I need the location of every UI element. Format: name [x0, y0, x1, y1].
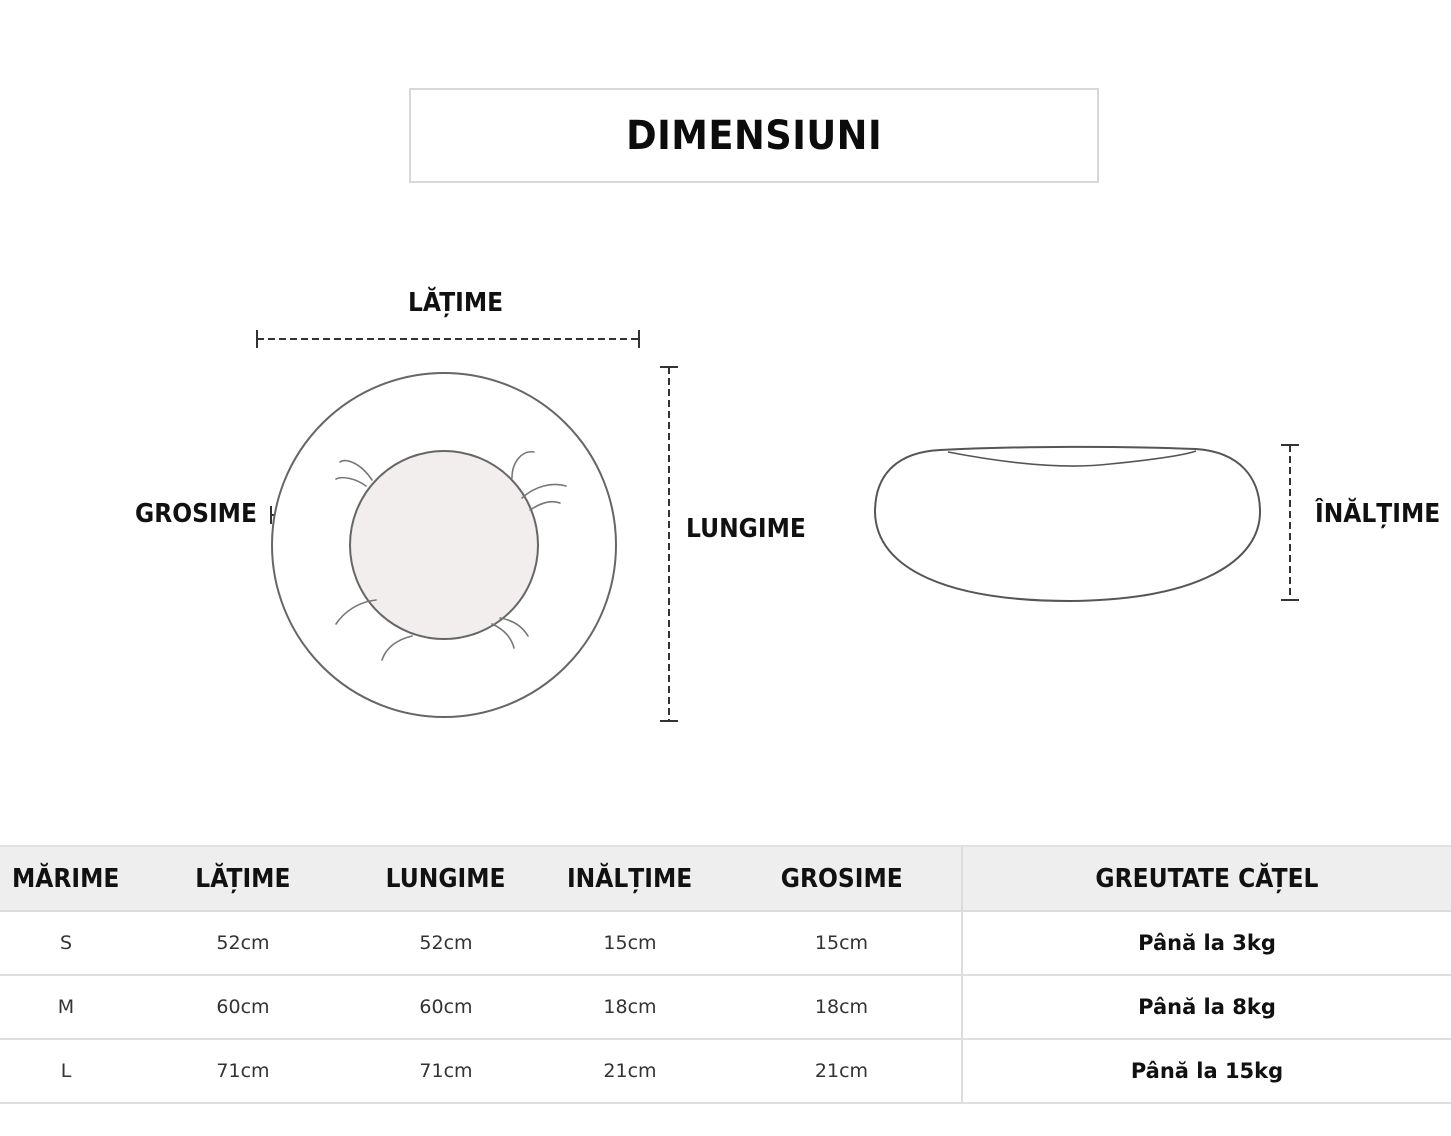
- cell-length: 71cm: [354, 1039, 538, 1104]
- cell-height: 18cm: [538, 975, 722, 1040]
- thickness-label: GROSIME: [135, 499, 257, 529]
- width-label: LĂȚIME: [408, 288, 504, 318]
- table-header-row: MĂRIME LĂȚIME LUNGIME INĂLȚIME GROSIME G…: [0, 845, 1451, 912]
- cell-thickness: 15cm: [722, 911, 962, 976]
- size-table: MĂRIME LĂȚIME LUNGIME INĂLȚIME GROSIME G…: [0, 845, 1451, 1104]
- cell-size: S: [0, 911, 132, 976]
- cell-width: 71cm: [132, 1039, 354, 1104]
- col-header-size: MĂRIME: [0, 845, 132, 912]
- cell-height: 21cm: [538, 1039, 722, 1104]
- table-row: L 71cm 71cm 21cm 21cm Până la 15kg: [0, 1039, 1451, 1104]
- cell-dog-weight: Până la 15kg: [961, 1039, 1451, 1104]
- cell-thickness: 18cm: [722, 975, 962, 1040]
- table-row: S 52cm 52cm 15cm 15cm Până la 3kg: [0, 911, 1451, 976]
- bed-side-view: [873, 445, 1262, 603]
- col-header-length: LUNGIME: [354, 845, 538, 912]
- cell-dog-weight: Până la 3kg: [961, 911, 1451, 976]
- height-dimension-line: [1281, 444, 1299, 601]
- cell-width: 52cm: [132, 911, 354, 976]
- length-label: LUNGIME: [686, 514, 806, 544]
- cell-height: 15cm: [538, 911, 722, 976]
- cell-length: 60cm: [354, 975, 538, 1040]
- page-title: DIMENSIUNI: [626, 112, 882, 159]
- height-label: ÎNĂLȚIME: [1315, 499, 1441, 529]
- cell-width: 60cm: [132, 975, 354, 1040]
- bed-top-view: [271, 372, 617, 718]
- cell-thickness: 21cm: [722, 1039, 962, 1104]
- width-dimension-line: [256, 330, 640, 348]
- col-header-thickness: GROSIME: [722, 845, 962, 912]
- cell-length: 52cm: [354, 911, 538, 976]
- fur-strands: [335, 451, 567, 661]
- col-header-height: INĂLȚIME: [538, 845, 722, 912]
- dimension-diagram: [256, 330, 1299, 722]
- length-dimension-line: [660, 366, 678, 722]
- col-header-dog-weight: GREUTATE CĂȚEL: [961, 845, 1451, 912]
- cell-size: L: [0, 1039, 132, 1104]
- cell-size: M: [0, 975, 132, 1040]
- table-row: M 60cm 60cm 18cm 18cm Până la 8kg: [0, 975, 1451, 1040]
- cell-dog-weight: Până la 8kg: [961, 975, 1451, 1040]
- col-header-width: LĂȚIME: [132, 845, 354, 912]
- title-box: DIMENSIUNI: [409, 88, 1099, 183]
